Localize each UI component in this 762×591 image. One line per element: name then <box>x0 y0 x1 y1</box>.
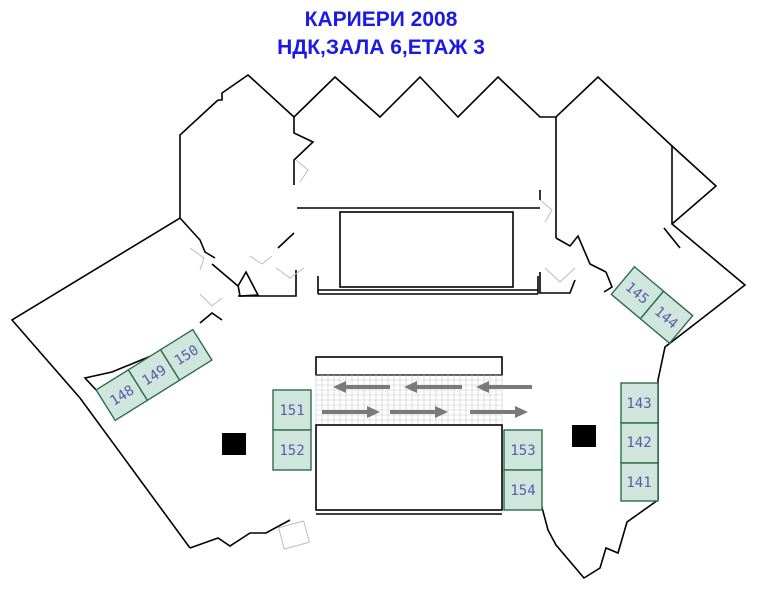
booth-148[interactable]: 148 <box>95 368 149 422</box>
booth-label: 152 <box>279 443 304 459</box>
booth-label: 154 <box>510 483 535 499</box>
atrium <box>317 211 539 295</box>
booth-143[interactable]: 143 <box>620 382 659 424</box>
escalator-block <box>315 356 503 515</box>
booth-152[interactable]: 152 <box>272 429 312 471</box>
arrow-right <box>322 406 380 418</box>
arrow-left <box>404 381 462 393</box>
hall-walls <box>10 73 747 580</box>
booth-151[interactable]: 151 <box>272 389 312 431</box>
map-title: КАРИЕРИ 2008 <box>304 8 458 31</box>
booth-141[interactable]: 141 <box>620 462 659 502</box>
booth-label: 141 <box>626 475 651 491</box>
booth-150[interactable]: 150 <box>159 328 213 382</box>
arrow-right <box>470 406 528 418</box>
booth-144[interactable]: 144 <box>639 290 694 345</box>
booth-153[interactable]: 153 <box>503 429 543 471</box>
arrow-left <box>333 381 390 393</box>
booth-label: 153 <box>510 443 535 459</box>
arrow-right <box>390 406 448 418</box>
booth-label: 143 <box>626 396 651 412</box>
booth-label: 151 <box>279 403 304 419</box>
booth-154[interactable]: 154 <box>503 469 543 511</box>
map-subtitle: НДК,ЗАЛА 6,ЕТАЖ 3 <box>277 36 485 59</box>
booth-149[interactable]: 149 <box>127 348 181 402</box>
booth-142[interactable]: 142 <box>620 422 659 464</box>
column-left <box>222 433 246 455</box>
column-right <box>572 425 596 447</box>
booths: 151 152 153 154 143 142 141 <box>95 265 694 511</box>
escalator-arrows <box>322 381 532 418</box>
booth-label: 142 <box>626 435 651 451</box>
arrow-left <box>476 381 532 393</box>
